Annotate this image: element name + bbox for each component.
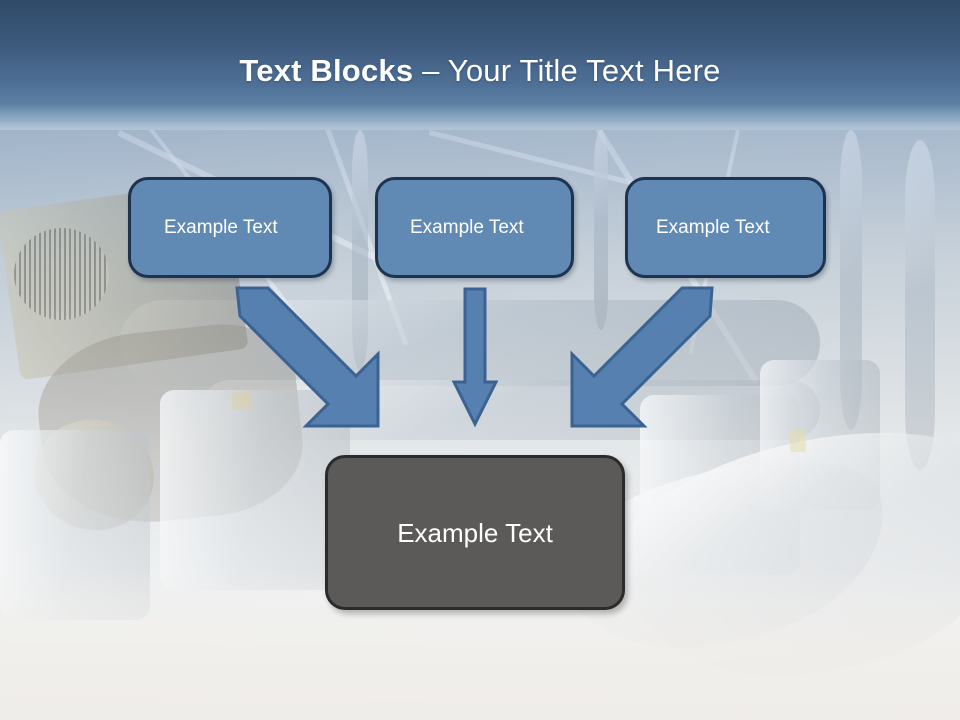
page-title-light: Your Title Text Here [447, 53, 721, 88]
text-block-1-label: Example Text [164, 216, 278, 238]
text-block-result-label: Example Text [397, 517, 553, 548]
text-block-3[interactable]: Example Text [625, 177, 826, 278]
text-block-3-label: Example Text [656, 216, 770, 238]
photo-pipe [905, 140, 935, 470]
photo-valve [790, 430, 806, 452]
title-band [0, 0, 960, 130]
arrow-left-icon[interactable] [235, 286, 380, 428]
page-title: Text Blocks – Your Title Text Here [0, 52, 960, 90]
photo-fan [14, 228, 109, 320]
text-block-2[interactable]: Example Text [375, 177, 574, 278]
page-title-bold: Text Blocks [239, 53, 414, 88]
text-block-2-label: Example Text [410, 216, 524, 238]
text-block-1[interactable]: Example Text [128, 177, 332, 278]
arrow-right-icon[interactable] [570, 286, 714, 428]
page-title-separator: – [413, 53, 448, 88]
text-block-result[interactable]: Example Text [325, 455, 625, 610]
arrow-middle-icon[interactable] [451, 287, 499, 428]
photo-valve [232, 392, 252, 410]
